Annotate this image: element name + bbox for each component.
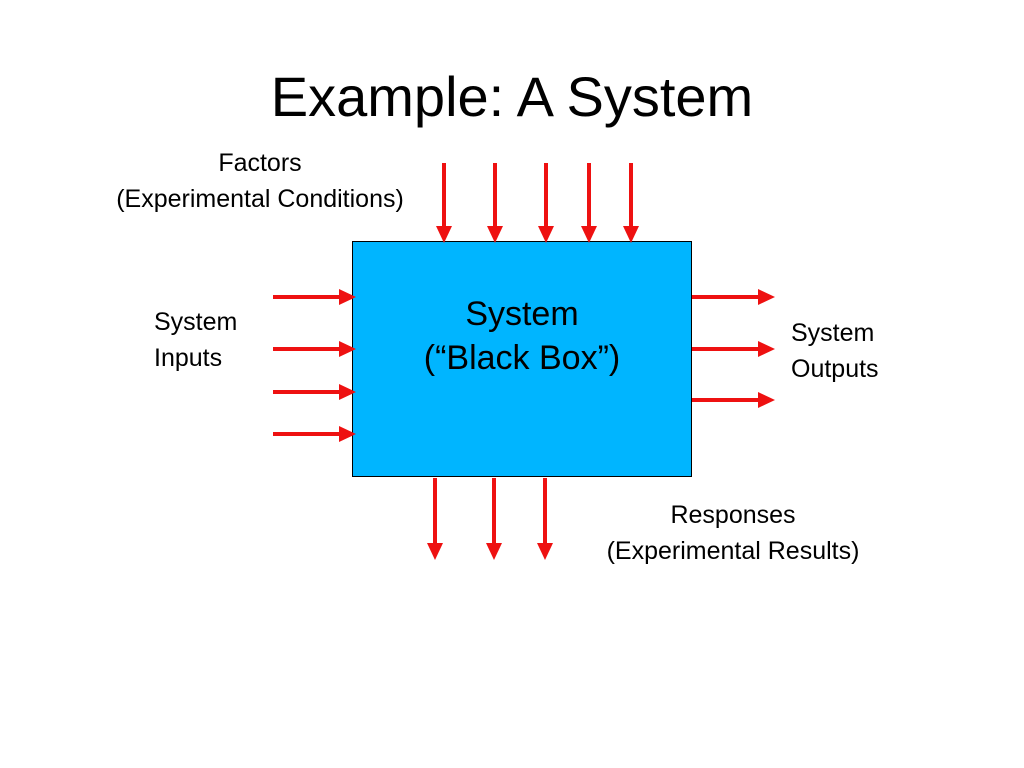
inputs-label-line-1: System (154, 308, 238, 336)
input-arrow-1 (273, 289, 356, 305)
responses-label: Responses (Experimental Results) (570, 497, 896, 569)
response-arrow-1 (427, 478, 443, 560)
output-arrow-3 (692, 392, 775, 408)
response-arrow-2 (486, 478, 502, 560)
response-arrow-3 (537, 478, 553, 560)
slide-title: Example: A System (270, 65, 754, 128)
black-box-label-line-2: (“Black Box”) (423, 339, 621, 377)
inputs-label-line-2: Inputs (154, 344, 223, 372)
input-arrow-2 (273, 341, 356, 357)
output-arrow-1 (692, 289, 775, 305)
black-box-label: System (“Black Box”) (353, 292, 691, 380)
factor-arrow-4 (581, 163, 597, 243)
factors-label-line-2: (Experimental Conditions) (116, 185, 404, 213)
outputs-label-line-1: System (791, 319, 875, 347)
outputs-label-line-2: Outputs (791, 355, 879, 383)
factors-label-line-1: Factors (218, 149, 302, 177)
factor-arrow-2 (487, 163, 503, 243)
factor-arrow-3 (538, 163, 554, 243)
factors-label: Factors (Experimental Conditions) (78, 145, 442, 217)
factor-arrow-1 (436, 163, 452, 243)
black-box-system: System (“Black Box”) (352, 241, 692, 477)
output-arrow-2 (692, 341, 775, 357)
black-box-label-line-1: System (465, 295, 579, 333)
responses-label-line-1: Responses (670, 501, 796, 529)
input-arrow-3 (273, 384, 356, 400)
inputs-label: System Inputs (154, 304, 237, 376)
responses-label-line-2: (Experimental Results) (606, 537, 860, 565)
input-arrow-4 (273, 426, 356, 442)
outputs-label: System Outputs (791, 315, 879, 387)
factor-arrow-5 (623, 163, 639, 243)
